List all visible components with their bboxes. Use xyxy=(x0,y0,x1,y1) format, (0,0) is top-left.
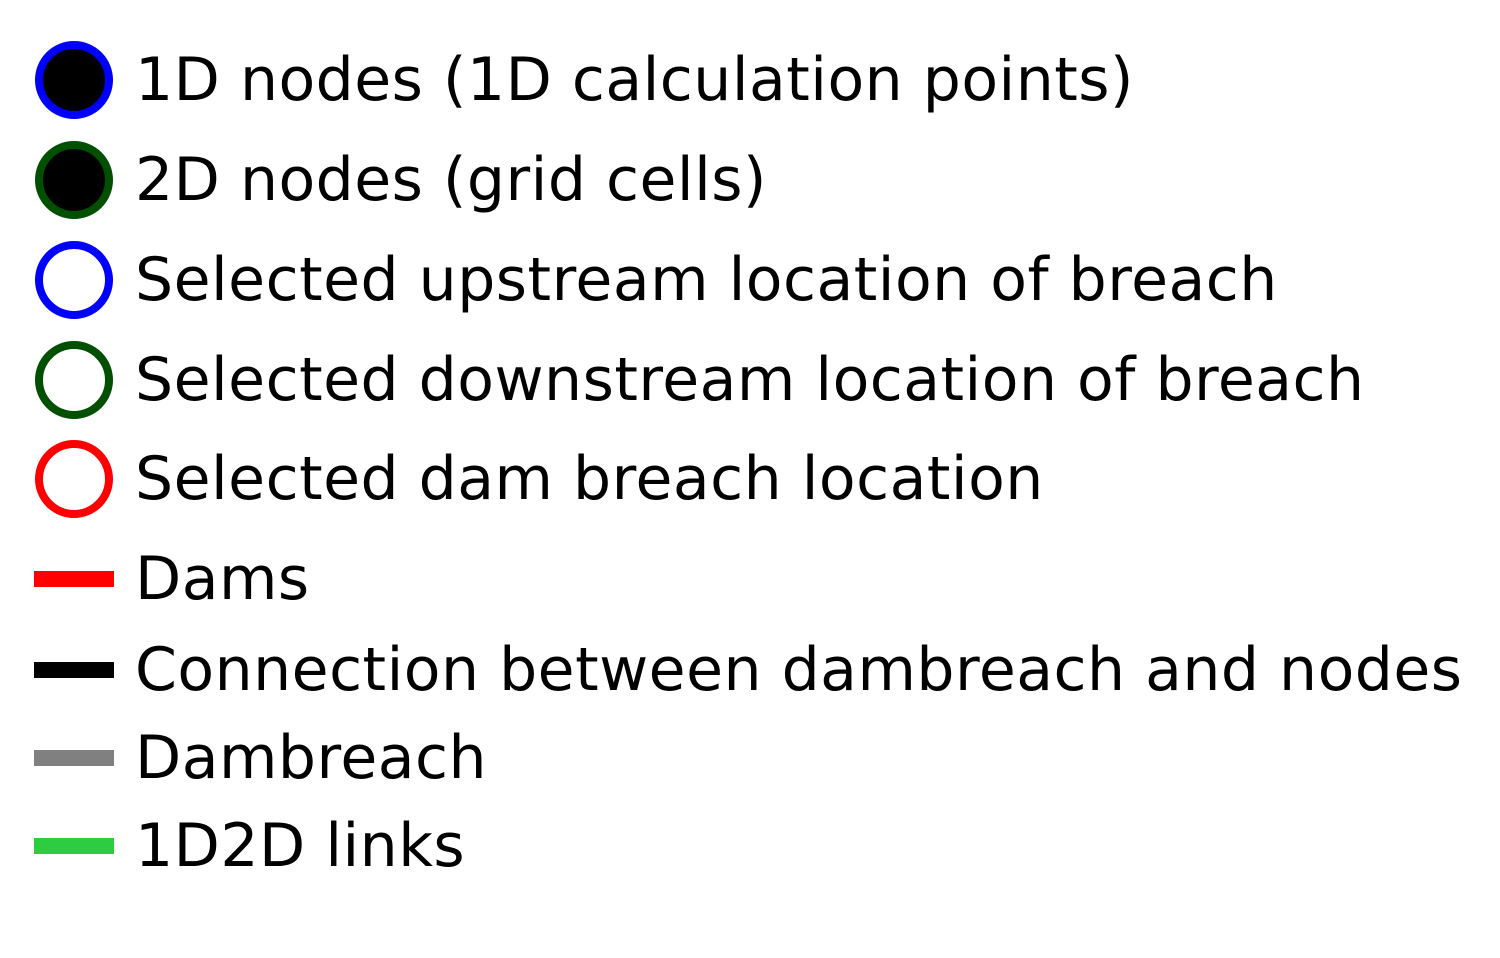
filled-circle-icon xyxy=(35,141,113,219)
ring-icon xyxy=(35,341,113,419)
legend-symbol xyxy=(34,35,114,125)
legend-item-dams: Dams xyxy=(0,534,1500,624)
legend-symbol xyxy=(34,135,114,225)
legend-label: Selected downstream location of breach xyxy=(135,345,1365,415)
legend-label: 2D nodes (grid cells) xyxy=(135,145,767,215)
legend-symbol xyxy=(34,335,114,425)
line-icon xyxy=(34,571,114,587)
legend-label: Dams xyxy=(135,544,310,614)
legend-symbol xyxy=(34,801,114,891)
legend-item-upstream-breach: Selected upstream location of breach xyxy=(0,235,1500,325)
ring-icon xyxy=(35,440,113,518)
legend-symbol xyxy=(34,534,114,624)
legend-symbol xyxy=(34,625,114,715)
legend-item-downstream-breach: Selected downstream location of breach xyxy=(0,335,1500,425)
legend-label: Connection between dambreach and nodes xyxy=(135,635,1463,705)
line-icon xyxy=(34,838,114,854)
legend-item-dambreach: Dambreach xyxy=(0,713,1500,803)
legend-symbol xyxy=(34,713,114,803)
legend-symbol xyxy=(34,235,114,325)
legend-label: 1D nodes (1D calculation points) xyxy=(135,45,1134,115)
legend-label: Selected dam breach location xyxy=(135,444,1044,514)
line-icon xyxy=(34,750,114,766)
ring-icon xyxy=(35,241,113,319)
legend-item-1d2d-links: 1D2D links xyxy=(0,801,1500,891)
legend-label: Selected upstream location of breach xyxy=(135,245,1278,315)
legend-item-1d-nodes: 1D nodes (1D calculation points) xyxy=(0,35,1500,125)
legend-label: Dambreach xyxy=(135,723,488,793)
legend-symbol xyxy=(34,434,114,524)
legend-item-connection: Connection between dambreach and nodes xyxy=(0,625,1500,715)
line-icon xyxy=(34,662,114,678)
legend-item-2d-nodes: 2D nodes (grid cells) xyxy=(0,135,1500,225)
filled-circle-icon xyxy=(35,41,113,119)
legend-label: 1D2D links xyxy=(135,811,466,881)
legend-item-dam-breach-location: Selected dam breach location xyxy=(0,434,1500,524)
